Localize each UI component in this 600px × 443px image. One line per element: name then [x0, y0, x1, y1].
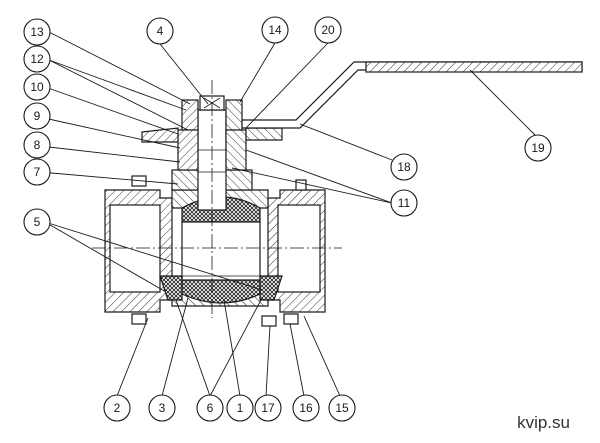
packing-nut-left — [181, 99, 199, 131]
callout-9: 9 — [23, 102, 51, 130]
watermark-text: kvip.su — [517, 413, 570, 432]
callout-20-label: 20 — [321, 23, 335, 37]
callout-9-label: 9 — [34, 109, 41, 123]
valve-assembly — [92, 61, 583, 327]
bolt-left-bottom — [131, 313, 147, 325]
callout-7: 7 — [23, 158, 51, 186]
callout-14-label: 14 — [268, 23, 282, 37]
gland-right — [225, 129, 247, 171]
ball-bore — [181, 221, 261, 281]
callout-11: 11 — [390, 189, 418, 217]
callout-3: 3 — [148, 394, 176, 422]
callout-20: 20 — [314, 16, 342, 44]
callout-19: 19 — [524, 134, 552, 162]
callout-6: 6 — [196, 394, 224, 422]
callout-5-label: 5 — [34, 215, 41, 229]
left-end-cap-bore — [109, 204, 161, 293]
callout-12: 12 — [23, 45, 51, 73]
callout-2-label: 2 — [114, 401, 121, 415]
callout-12-label: 12 — [30, 52, 44, 66]
right-end-cap-bore — [277, 204, 321, 293]
callout-5: 5 — [23, 208, 51, 236]
callout-18: 18 — [390, 153, 418, 181]
callout-1-label: 1 — [237, 401, 244, 415]
callout-6-label: 6 — [207, 401, 214, 415]
callout-17: 17 — [254, 394, 282, 422]
bolt-right-bottom-2 — [283, 313, 299, 325]
handle-grip — [365, 61, 583, 73]
callout-14: 14 — [261, 16, 289, 44]
callout-19-label: 19 — [531, 141, 545, 155]
callout-13: 13 — [23, 18, 51, 46]
callout-13-label: 13 — [30, 25, 44, 39]
flange-plate — [141, 127, 179, 143]
packing-nut-right — [225, 99, 243, 131]
callout-4: 4 — [146, 17, 174, 45]
callout-17-label: 17 — [261, 401, 275, 415]
callout-8-label: 8 — [34, 138, 41, 152]
bolt-right-bottom — [261, 315, 277, 327]
callout-2: 2 — [103, 394, 131, 422]
callout-15-label: 15 — [335, 401, 349, 415]
callout-10-label: 10 — [30, 80, 44, 94]
callout-3-label: 3 — [159, 401, 166, 415]
callout-1: 1 — [226, 394, 254, 422]
callout-8: 8 — [23, 131, 51, 159]
bolt-right-top — [295, 179, 307, 191]
flange-plate-right — [245, 127, 283, 141]
callout-15: 15 — [328, 394, 356, 422]
callout-10: 10 — [23, 73, 51, 101]
gland-left — [177, 129, 199, 171]
callout-18-label: 18 — [397, 160, 411, 174]
callout-16-label: 16 — [299, 401, 313, 415]
callout-16: 16 — [292, 394, 320, 422]
callout-7-label: 7 — [34, 165, 41, 179]
leader-lines — [39, 31, 536, 397]
callout-4-label: 4 — [157, 24, 164, 38]
callout-11-label: 11 — [398, 196, 411, 210]
